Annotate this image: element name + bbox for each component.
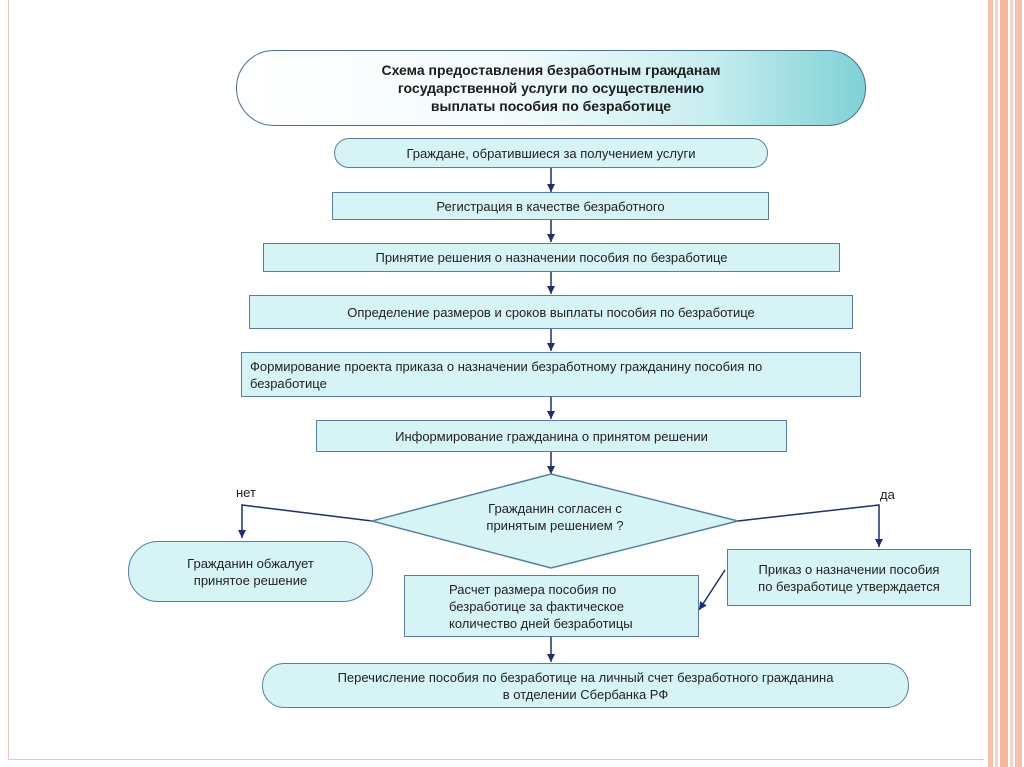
step-registration-text: Регистрация в качестве безработного: [436, 198, 665, 214]
step-appeal-text: Гражданин обжалует принятое решение: [187, 555, 314, 588]
step-decision-text: Принятие решения о назначении пособия по…: [375, 250, 728, 265]
step-determination: Определение размеров и сроков выплаты по…: [249, 295, 853, 329]
step-order-approved-text: Приказ о назначении пособия по безработи…: [758, 561, 940, 594]
step-calculation: Расчет размера пособия по безработице за…: [404, 575, 699, 637]
label-yes: да: [880, 487, 895, 502]
step-citizens: Граждане, обратившиеся за получением усл…: [334, 138, 768, 168]
diagram-title: Схема предоставления безработным граждан…: [236, 50, 866, 126]
step-inform: Информирование гражданина о принятом реш…: [316, 420, 787, 452]
diagram-title-text: Схема предоставления безработным граждан…: [381, 62, 721, 114]
step-appeal: Гражданин обжалует принятое решение: [128, 541, 373, 602]
step-decision: Принятие решения о назначении пособия по…: [263, 243, 840, 272]
label-no: нет: [236, 485, 256, 500]
decorative-side-stripes: [986, 0, 1024, 767]
arrow-yes-branch: [737, 504, 883, 547]
arrow-no-branch: [238, 504, 373, 538]
step-draft-order: Формирование проекта приказа о назначени…: [241, 352, 861, 397]
step-order-approved: Приказ о назначении пособия по безработи…: [727, 549, 971, 606]
step-transfer-text: Перечисление пособия по безработице на л…: [337, 669, 834, 702]
step-determination-text: Определение размеров и сроков выплаты по…: [347, 304, 755, 320]
step-citizens-text: Граждане, обратившиеся за получением усл…: [406, 145, 696, 161]
decision-diamond: [369, 473, 739, 569]
step-calculation-text: Расчет размера пособия по безработице за…: [449, 581, 633, 631]
step-inform-text: Информирование гражданина о принятом реш…: [395, 428, 708, 444]
step-draft-order-text: Формирование проекта приказа о назначени…: [250, 358, 763, 391]
arrow-order-to-calculation: [698, 569, 726, 611]
slide-border: [8, 0, 984, 760]
step-transfer: Перечисление пособия по безработице на л…: [262, 663, 909, 708]
step-registration: Регистрация в качестве безработного: [332, 192, 769, 220]
decision-question-text: Гражданин согласен с принятым решением ?: [486, 501, 624, 533]
